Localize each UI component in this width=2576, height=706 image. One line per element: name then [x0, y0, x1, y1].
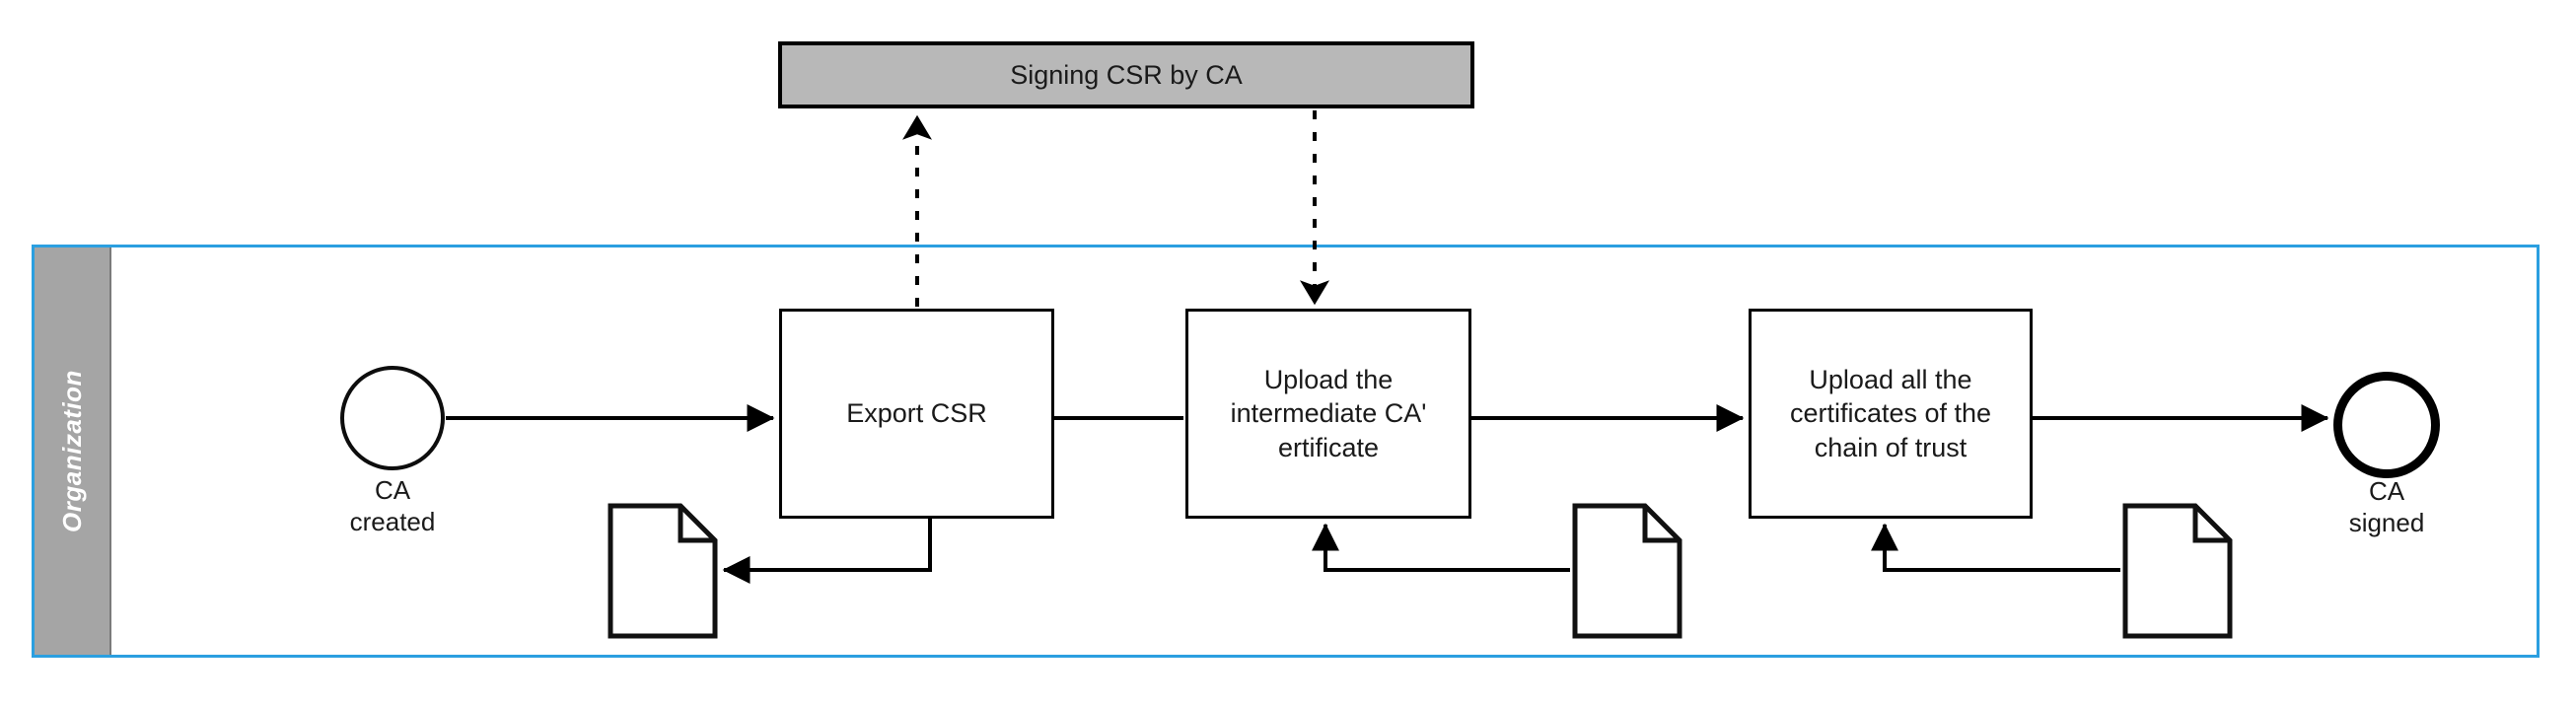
lane-header-organization[interactable]: Organization [35, 247, 111, 655]
end-event-label: CA signed [2348, 476, 2425, 537]
start-event-ca-created[interactable] [340, 366, 445, 470]
data-object-csr-icon[interactable] [608, 503, 718, 639]
task-upload-chain-of-trust-label: Upload all the certificates of the chain… [1789, 364, 1992, 462]
data-object-chain-icon[interactable] [2122, 503, 2233, 639]
end-event-ca-signed[interactable] [2333, 372, 2440, 478]
task-upload-intermediate-ca-certificate[interactable]: Upload the intermediate CA' ertificate [1185, 309, 1471, 519]
collapsed-pool-signing-csr-by-ca[interactable]: Signing CSR by CA [778, 41, 1474, 108]
task-export-csr[interactable]: Export CSR [779, 309, 1054, 519]
task-export-csr-label: Export CSR [846, 398, 987, 429]
task-upload-chain-of-trust[interactable]: Upload all the certificates of the chain… [1749, 309, 2033, 519]
data-object-intermediate-icon[interactable] [1572, 503, 1682, 639]
lane-label-organization: Organization [56, 370, 87, 532]
start-event-label: CA created [349, 475, 436, 536]
task-upload-intermediate-ca-certificate-label: Upload the intermediate CA' ertificate [1230, 364, 1427, 462]
collapsed-pool-label: Signing CSR by CA [1010, 59, 1243, 90]
